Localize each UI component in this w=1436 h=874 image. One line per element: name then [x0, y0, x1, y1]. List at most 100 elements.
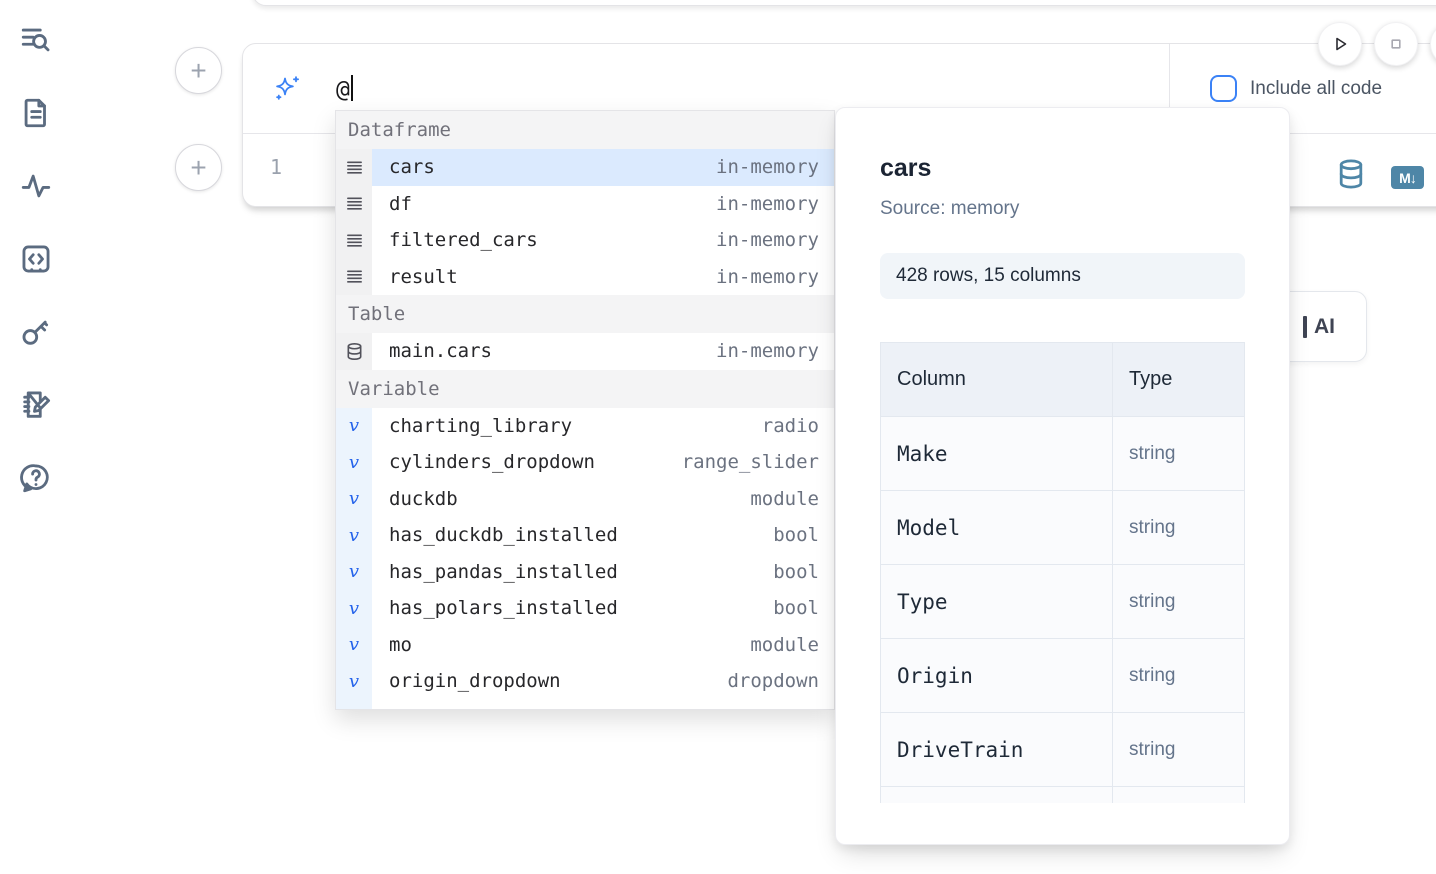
column-name: Model — [880, 490, 1113, 565]
item-type: dropdown — [727, 670, 819, 693]
variable-v-icon: v — [336, 590, 372, 627]
dataframe-rows-icon — [336, 185, 372, 222]
schema-header-type: Type — [1112, 342, 1245, 417]
clipped-letter — [1303, 315, 1307, 338]
autocomplete-item-partial[interactable] — [336, 699, 834, 709]
preview-title: cars — [880, 154, 932, 182]
key-icon[interactable] — [18, 314, 54, 349]
variable-v-icon: v — [336, 480, 372, 517]
extra-action-button-partial[interactable] — [1430, 22, 1436, 66]
autocomplete-section-header: Table — [336, 295, 834, 333]
list-search-icon[interactable] — [18, 22, 54, 57]
dataframe-rows-icon — [336, 258, 372, 295]
autocomplete-section-header: Variable — [336, 369, 834, 408]
left-sidebar — [18, 22, 56, 533]
autocomplete-item-has_polars_installed[interactable]: v has_polars_installed bool — [336, 590, 834, 627]
code-snippets-icon[interactable] — [18, 241, 54, 276]
scratchpad-icon[interactable] — [18, 387, 54, 422]
item-type: module — [750, 487, 819, 510]
column-type: string — [1112, 490, 1245, 565]
autocomplete-item-charting_library[interactable]: v charting_library radio — [336, 407, 834, 444]
item-type: in-memory — [716, 229, 819, 252]
dataframe-rows-icon — [336, 149, 372, 186]
autocomplete-item-cylinders_dropdown[interactable]: v cylinders_dropdown range_slider — [336, 444, 834, 481]
column-name: Type — [880, 564, 1113, 639]
item-name: cars — [389, 156, 435, 179]
column-name: Make — [880, 416, 1113, 491]
column-type: string — [1112, 712, 1245, 787]
item-name: has_duckdb_installed — [389, 524, 618, 547]
autocomplete-item-df[interactable]: df in-memory — [336, 185, 834, 222]
sparkles-icon — [272, 74, 302, 104]
item-type: range_slider — [681, 451, 819, 474]
item-type: in-memory — [716, 156, 819, 179]
previous-cell-bottom — [252, 0, 1436, 6]
item-name: has_pandas_installed — [389, 560, 618, 583]
line-number: 1 — [270, 155, 283, 179]
variable-v-icon: v — [336, 444, 372, 481]
item-type: in-memory — [716, 340, 819, 363]
item-name: mo — [389, 633, 412, 656]
autocomplete-item-cars[interactable]: cars in-memory — [336, 149, 834, 186]
shape-badge: 428 rows, 15 columns — [880, 253, 1245, 299]
file-document-icon[interactable] — [18, 95, 54, 130]
autocomplete-item-result[interactable]: result in-memory — [336, 258, 834, 295]
stop-button[interactable] — [1374, 22, 1418, 66]
column-name: Origin — [880, 638, 1113, 713]
item-type: module — [750, 633, 819, 656]
ai-button-label: AI — [1314, 314, 1335, 338]
autocomplete-item-main.cars[interactable]: main.cars in-memory — [336, 333, 834, 370]
variable-v-icon: v — [336, 663, 372, 700]
variable-v-icon: v — [336, 407, 372, 444]
item-type: radio — [761, 414, 819, 437]
schema-row-partial — [880, 786, 1245, 803]
item-type: in-memory — [716, 192, 819, 215]
autocomplete-item-origin_dropdown[interactable]: v origin_dropdown dropdown — [336, 663, 834, 700]
item-name: result — [389, 265, 458, 288]
item-type: bool — [773, 560, 819, 583]
column-type: string — [1112, 638, 1245, 713]
add-cell-button-top[interactable]: + — [175, 47, 222, 94]
run-controls — [1318, 22, 1436, 66]
add-cell-button-bottom[interactable]: + — [175, 144, 222, 191]
item-name: df — [389, 192, 412, 215]
database-icon[interactable] — [1337, 159, 1365, 194]
text-caret — [350, 74, 353, 101]
include-all-code-label: Include all code — [1250, 77, 1383, 99]
run-cell-button[interactable] — [1318, 22, 1362, 66]
item-name: filtered_cars — [389, 229, 538, 252]
variable-v-icon: v — [336, 517, 372, 554]
autocomplete-item-has_pandas_installed[interactable]: v has_pandas_installed bool — [336, 553, 834, 590]
variable-v-icon: v — [336, 553, 372, 590]
item-name: cylinders_dropdown — [389, 451, 595, 474]
activity-icon[interactable] — [18, 168, 54, 203]
variable-v-icon: v — [336, 626, 372, 663]
column-type: string — [1112, 564, 1245, 639]
item-name: origin_dropdown — [389, 670, 561, 693]
code-editor-row[interactable]: 1 M↓ — [243, 134, 1436, 206]
item-type: bool — [773, 597, 819, 620]
item-name: main.cars — [389, 340, 492, 363]
item-name: has_polars_installed — [389, 597, 618, 620]
dataframe-preview-panel: cars Source: memory 428 rows, 15 columns… — [835, 107, 1290, 845]
autocomplete-item-filtered_cars[interactable]: filtered_cars in-memory — [336, 222, 834, 259]
help-chat-icon[interactable] — [18, 460, 54, 495]
item-name: duckdb — [389, 487, 458, 510]
include-all-code-checkbox[interactable] — [1210, 75, 1237, 102]
ai-prompt-input[interactable]: @ — [336, 74, 353, 103]
markdown-icon[interactable]: M↓ — [1391, 166, 1424, 189]
schema-header-column: Column — [880, 342, 1113, 417]
item-name: charting_library — [389, 414, 573, 437]
item-type: in-memory — [716, 265, 819, 288]
